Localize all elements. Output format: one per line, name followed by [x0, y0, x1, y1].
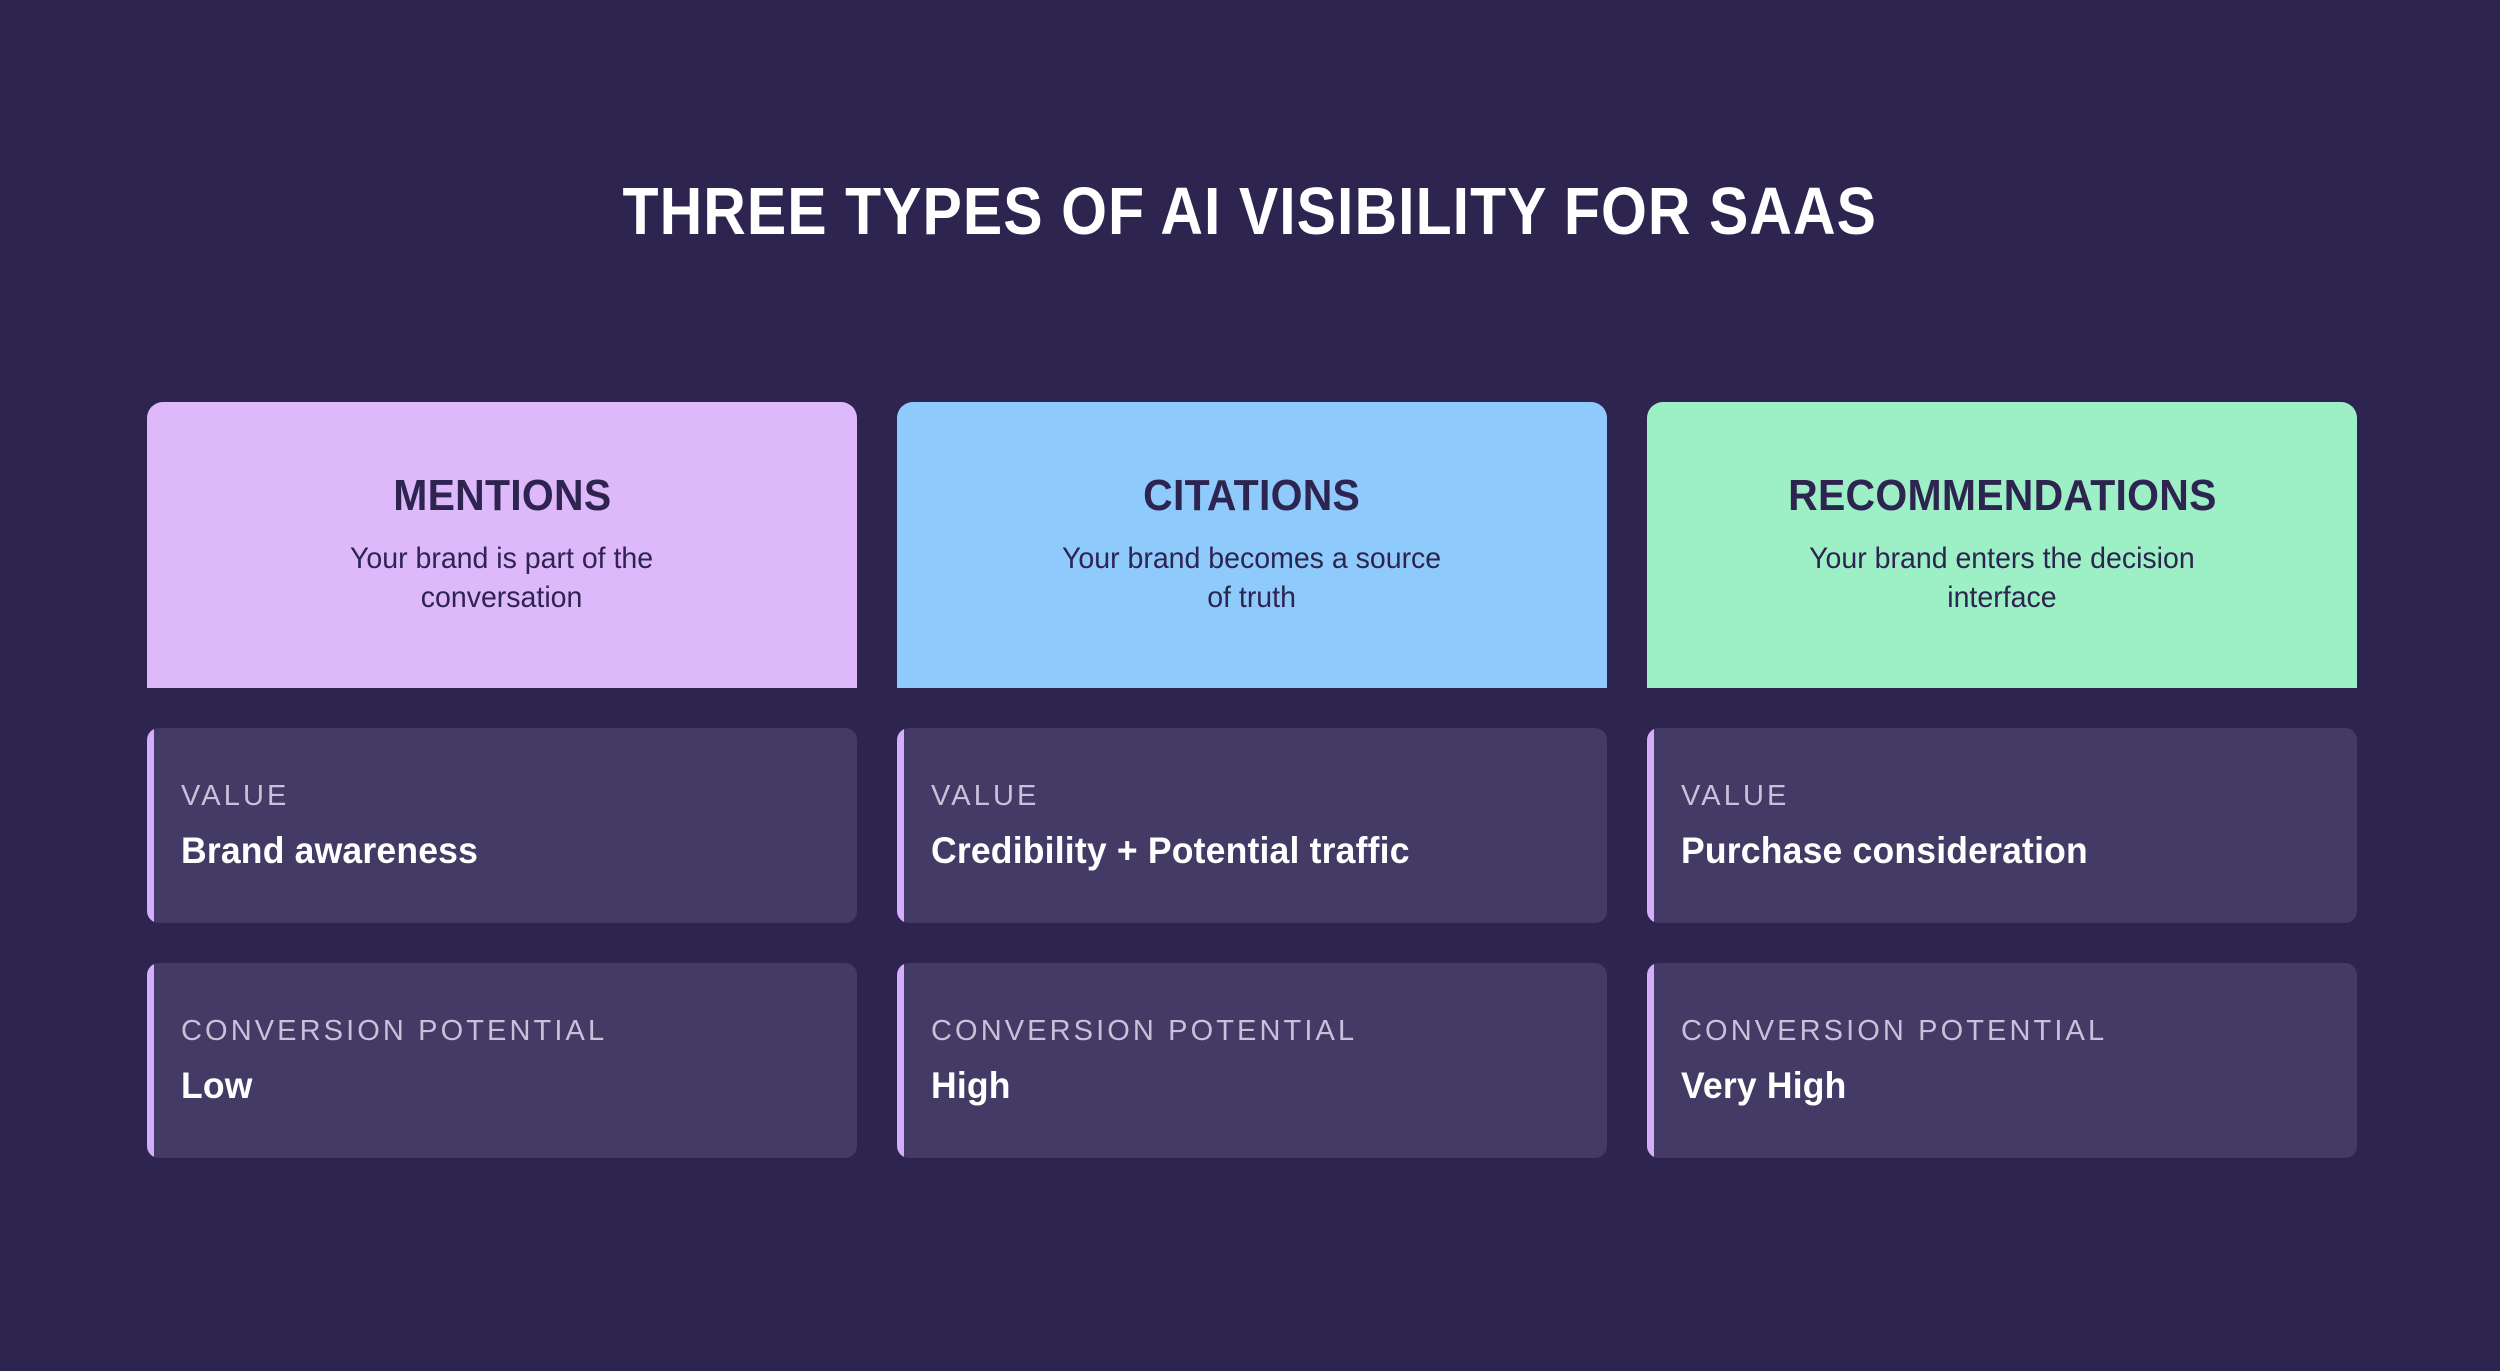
column-citations: CITATIONS Your brand becomes a source of… [897, 402, 1607, 1158]
row-value: High [931, 1065, 1011, 1106]
columns-grid: MENTIONS Your brand is part of the conve… [147, 402, 2357, 1158]
row-label: VALUE [931, 780, 1040, 812]
accent-bar [147, 728, 154, 923]
row-value: Brand awareness [181, 830, 479, 871]
header-card-subtitle-line2: interface [1947, 581, 2057, 615]
accent-bar [897, 963, 904, 1158]
header-card-title: MENTIONS [392, 471, 612, 521]
accent-bar [147, 963, 154, 1158]
conversion-row-citations: CONVERSION POTENTIAL High [897, 963, 1607, 1158]
value-row-mentions: VALUE Brand awareness [147, 728, 857, 923]
header-card-mentions: MENTIONS Your brand is part of the conve… [147, 402, 857, 688]
column-mentions: MENTIONS Your brand is part of the conve… [147, 402, 857, 1158]
accent-bar [897, 728, 904, 923]
row-value: Purchase consideration [1681, 830, 2088, 871]
accent-bar [1647, 728, 1654, 923]
page-title: THREE TYPES OF AI VISIBILITY FOR SAAS [622, 173, 1878, 249]
row-label: CONVERSION POTENTIAL [181, 1015, 608, 1047]
row-label: VALUE [1681, 780, 1790, 812]
row-label: VALUE [181, 780, 290, 812]
row-value: Low [181, 1065, 253, 1106]
header-card-subtitle: Your brand becomes a source of truth [1062, 539, 1441, 618]
accent-bar [1647, 963, 1654, 1158]
header-card-subtitle: Your brand is part of the conversation [350, 539, 653, 618]
value-row-citations: VALUE Credibility + Potential traffic [897, 728, 1607, 923]
header-card-subtitle-line2: of truth [1207, 581, 1297, 615]
header-card-title: CITATIONS [1143, 471, 1361, 521]
conversion-row-recommendations: CONVERSION POTENTIAL Very High [1647, 963, 2357, 1158]
header-card-subtitle-line1: Your brand enters the decision [1809, 541, 2195, 575]
row-label: CONVERSION POTENTIAL [1681, 1015, 2108, 1047]
header-card-subtitle: Your brand enters the decision interface [1809, 539, 2195, 618]
row-value: Credibility + Potential traffic [931, 830, 1410, 871]
value-row-recommendations: VALUE Purchase consideration [1647, 728, 2357, 923]
header-card-subtitle-line1: Your brand is part of the [350, 541, 654, 575]
conversion-row-mentions: CONVERSION POTENTIAL Low [147, 963, 857, 1158]
row-label: CONVERSION POTENTIAL [931, 1015, 1358, 1047]
row-value: Very High [1681, 1065, 1847, 1106]
header-card-title: RECOMMENDATIONS [1787, 471, 2217, 521]
header-card-subtitle-line1: Your brand becomes a source [1062, 541, 1442, 575]
header-card-citations: CITATIONS Your brand becomes a source of… [897, 402, 1607, 688]
column-recommendations: RECOMMENDATIONS Your brand enters the de… [1647, 402, 2357, 1158]
header-card-subtitle-line2: conversation [421, 581, 583, 615]
header-card-recommendations: RECOMMENDATIONS Your brand enters the de… [1647, 402, 2357, 688]
title-container: THREE TYPES OF AI VISIBILITY FOR SAAS [0, 132, 2500, 292]
